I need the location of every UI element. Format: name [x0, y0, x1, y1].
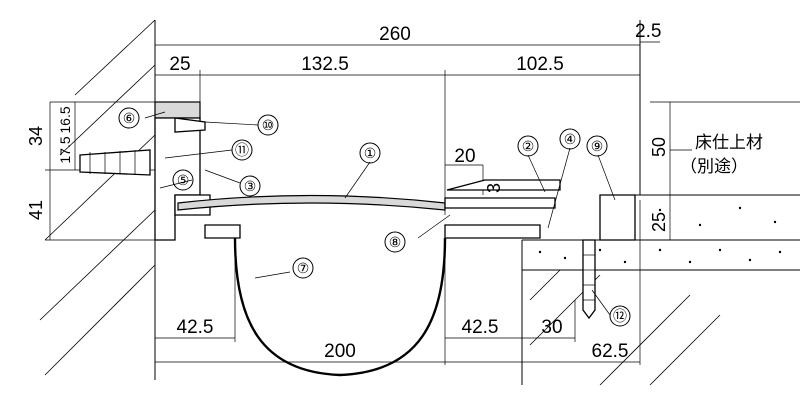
- dim-3: 3: [484, 183, 504, 193]
- callout-circle-3: [239, 175, 261, 197]
- leader-9: [597, 154, 616, 201]
- callout-12: ⑫: [613, 308, 627, 324]
- callout-2: ②: [522, 138, 535, 154]
- callout-1: ①: [364, 145, 377, 161]
- slab-hatch: [649, 314, 721, 386]
- leader-5: [159, 179, 193, 189]
- leader-12: [591, 289, 611, 316]
- slab-hatch: [599, 294, 691, 386]
- leader-6: [144, 111, 166, 119]
- left-wall-hatch: [39, 209, 156, 321]
- callout-circle-9: [586, 135, 608, 157]
- callout-numbers: ① ② ③ ④ ⑤ ⑥ ⑦ ⑧ ⑨ ⑩ ⑪ ⑫: [123, 110, 627, 324]
- note-floor-finish: 床仕上材: [695, 133, 763, 153]
- leader-11: [164, 149, 233, 159]
- leader-3: [204, 169, 241, 184]
- concrete-dot: [538, 250, 542, 254]
- right-base-rail: [444, 224, 541, 239]
- right-cover-flange: [444, 197, 556, 209]
- concrete-dot: [773, 220, 777, 224]
- left-wall: [39, 19, 156, 380]
- leader-1: [344, 161, 371, 199]
- slab-hatch: [529, 269, 561, 301]
- concrete-dot: [738, 206, 742, 210]
- callout-circle-5: [172, 169, 194, 191]
- left-wall-hatch: [74, 19, 156, 96]
- dim-260: 260: [379, 24, 411, 45]
- callout-circles: [118, 107, 631, 327]
- callout-circle-11: [231, 139, 253, 161]
- callout-7: ⑦: [297, 260, 310, 276]
- floor-finish-note: 床仕上材 （別途）: [680, 133, 763, 177]
- concrete-dot: [698, 223, 702, 227]
- concrete-dot: [778, 250, 782, 254]
- right-slab: [521, 20, 800, 386]
- tapered-plate: [446, 179, 561, 191]
- leader-10: [204, 121, 259, 126]
- callout-circle-8: [384, 231, 406, 253]
- concrete-dot: [623, 260, 627, 264]
- dim-16-5: 16.5: [57, 106, 73, 133]
- dim-17-5: 17.5: [57, 136, 73, 163]
- cover-plate-body: [177, 194, 446, 211]
- concrete-dot: [563, 256, 567, 260]
- callout-10: ⑩: [262, 117, 275, 133]
- leader-7: [254, 271, 291, 279]
- dimension-lines: [45, 41, 800, 365]
- dim-34: 34: [26, 126, 46, 146]
- concrete-dot: [718, 248, 722, 252]
- dim-200: 200: [324, 341, 356, 362]
- callout-11: ⑪: [235, 142, 249, 158]
- leader-4: [547, 147, 571, 229]
- leaders: [144, 111, 692, 316]
- note-separate: （別途）: [680, 157, 748, 177]
- dim-2-5: 2.5: [635, 21, 661, 42]
- dim-42-5-right: 42.5: [462, 317, 499, 338]
- concrete-dot: [688, 260, 692, 264]
- dim-30: 30: [541, 317, 562, 338]
- concrete-dot: [658, 208, 662, 212]
- dim-50: 50: [649, 137, 669, 157]
- top-screw: [174, 117, 206, 133]
- dim-62-5: 62.5: [592, 341, 629, 362]
- dim-41: 41: [26, 200, 46, 220]
- callout-circle-10: [257, 114, 279, 136]
- callout-6: ⑥: [123, 110, 136, 126]
- dim-42-5-left: 42.5: [177, 317, 214, 338]
- concrete-dot: [658, 248, 662, 252]
- dimension-labels: 260 2.5 25 132.5 102.5 34 16.5 17.5 41 2…: [26, 21, 669, 362]
- concrete-dot: [748, 258, 752, 262]
- left-wall-hatch: [44, 264, 156, 376]
- leader-2: [527, 154, 546, 193]
- dim-25-right: 25: [649, 212, 669, 232]
- concrete-dot: [598, 248, 602, 252]
- dim-102-5: 102.5: [516, 54, 564, 75]
- callout-8: ⑧: [389, 234, 402, 250]
- cover-plate: [177, 179, 636, 241]
- top-cap-profile: [154, 101, 201, 119]
- right-end-frame: [599, 194, 636, 241]
- dim-132-5: 132.5: [301, 54, 349, 75]
- callout-circle-2: [517, 135, 539, 157]
- callout-circle-1: [359, 142, 381, 164]
- left-wall-hatch: [59, 64, 156, 156]
- left-seal-holder: [204, 224, 241, 239]
- callout-circle-6: [118, 107, 140, 129]
- left-anchor-plug: [79, 149, 151, 176]
- leader-8: [417, 214, 451, 239]
- callout-5: ⑤: [177, 172, 190, 188]
- seal-membrane: [233, 237, 447, 377]
- callout-circle-4: [559, 128, 581, 150]
- dim-25-top: 25: [169, 54, 190, 75]
- callout-circle-12: [609, 305, 631, 327]
- callout-3: ③: [244, 178, 257, 194]
- dim-20: 20: [454, 146, 475, 167]
- callout-9: ⑨: [591, 138, 604, 154]
- callout-4: ④: [564, 131, 577, 147]
- right-anchor-plug: [582, 239, 596, 320]
- callout-circle-7: [292, 257, 314, 279]
